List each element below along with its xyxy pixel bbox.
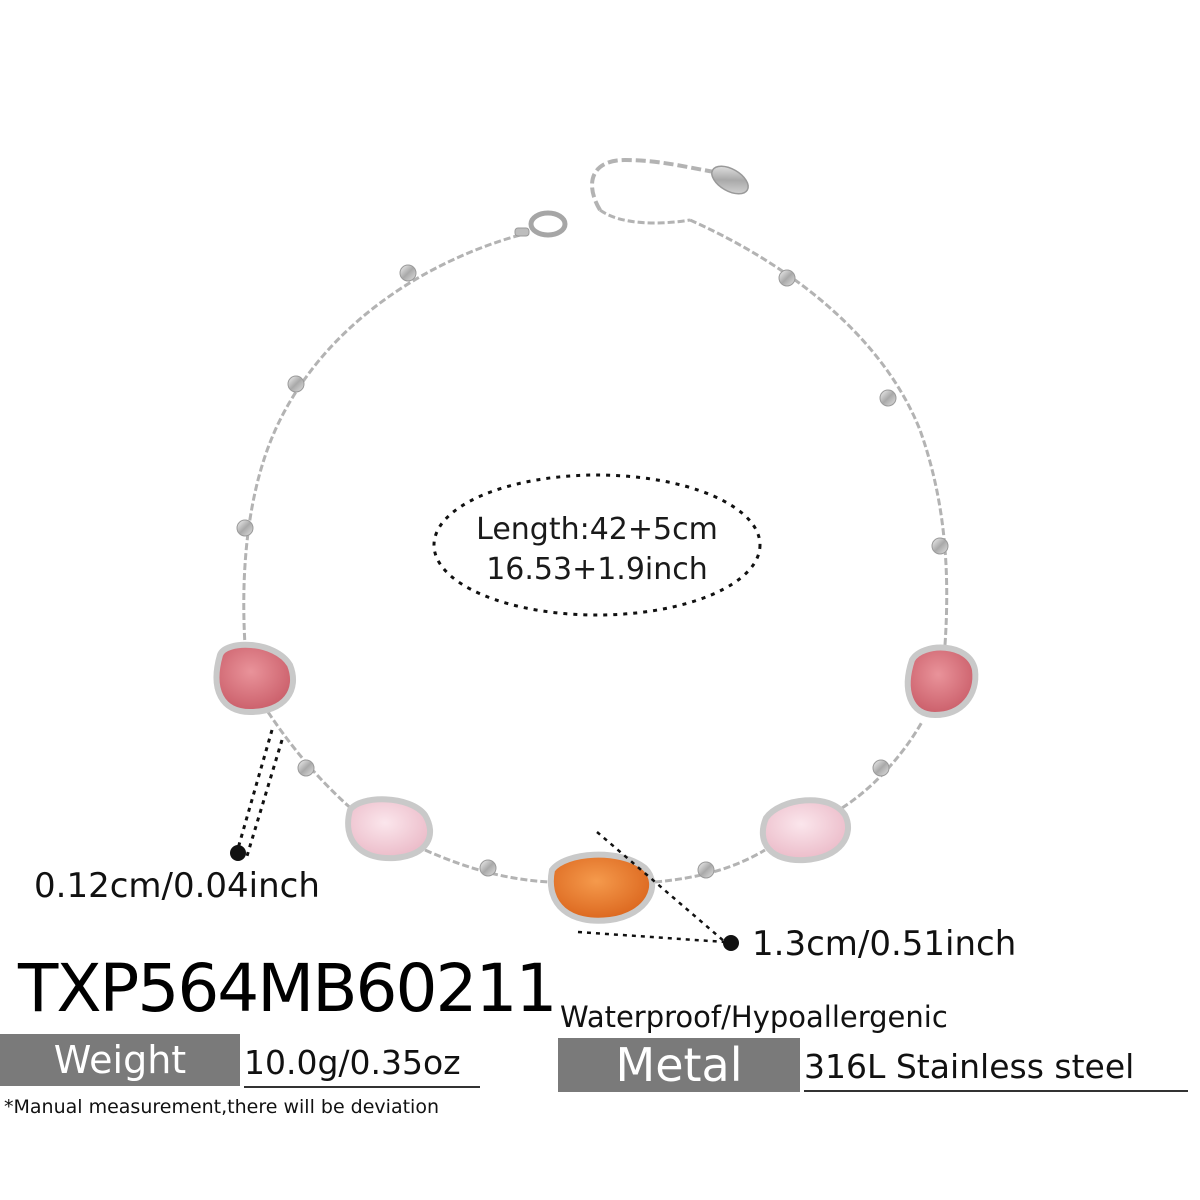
metal-value: 316L Stainless steel bbox=[804, 1044, 1188, 1092]
chain bbox=[689, 218, 949, 646]
chain bbox=[424, 848, 551, 884]
weight-value: 10.0g/0.35oz bbox=[244, 1040, 480, 1088]
extender-tag bbox=[711, 165, 749, 195]
size-leader bbox=[596, 831, 726, 943]
product-sku: TXP564MB60211 bbox=[18, 950, 557, 1027]
weight-label: Weight bbox=[0, 1034, 240, 1086]
thickness-dot bbox=[230, 845, 246, 861]
chain bbox=[242, 233, 521, 646]
thickness-leader bbox=[235, 729, 274, 853]
product-features: Waterproof/Hypoallergenic bbox=[560, 1000, 948, 1034]
metal-label: Metal bbox=[558, 1038, 800, 1092]
stone-size-label: 1.3cm/0.51inch bbox=[752, 924, 1017, 964]
stone-orange-center bbox=[547, 851, 656, 924]
length-inch: 16.53+1.9inch bbox=[486, 552, 708, 587]
thickness-leader bbox=[245, 739, 284, 857]
size-leader bbox=[577, 930, 726, 944]
stone-pink-left bbox=[345, 796, 433, 862]
length-cm: Length:42+5cm bbox=[476, 512, 718, 547]
chain-thickness-label: 0.12cm/0.04inch bbox=[34, 866, 320, 906]
disclaimer: *Manual measurement,there will be deviat… bbox=[4, 1096, 439, 1118]
chain bbox=[266, 711, 356, 814]
stone-pink-right bbox=[759, 797, 852, 864]
length-callout-ellipse bbox=[432, 473, 762, 617]
size-dot bbox=[723, 935, 739, 951]
extender-chain bbox=[599, 208, 691, 225]
stone-rose-right bbox=[904, 644, 979, 719]
extender-chain bbox=[590, 157, 716, 212]
lobster-clasp bbox=[514, 210, 568, 238]
chain-beads bbox=[236, 264, 949, 879]
chain bbox=[654, 848, 766, 884]
stone-rose-left bbox=[213, 641, 297, 716]
